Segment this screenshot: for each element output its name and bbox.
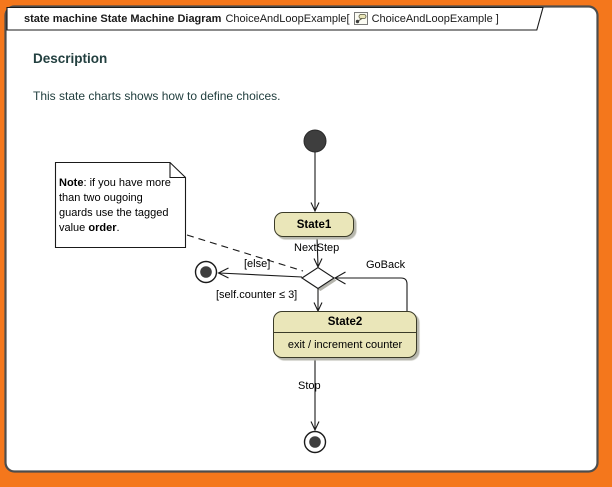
diagram-context-label: ChoiceAndLoopExample[	[225, 12, 350, 25]
frame-name-tab	[6, 6, 544, 31]
transition-stop[interactable]	[310, 358, 320, 432]
description-heading: Description	[33, 51, 108, 66]
transition-goback[interactable]	[333, 271, 408, 311]
description-text: This state charts shows how to define ch…	[33, 89, 281, 103]
state-machine-diagram-icon	[353, 12, 368, 25]
note-shape[interactable]	[54, 161, 187, 249]
diagram-name-label: ChoiceAndLoopExample ]	[371, 12, 499, 25]
transition-label-else: [else]	[244, 258, 271, 270]
note-body: : if you have more than two ougoing guar…	[59, 177, 171, 234]
note-lead: Note	[59, 177, 84, 189]
state2-internal-activity: exit / increment counter	[287, 339, 403, 351]
transition-label-nextstep: NextStep	[294, 242, 340, 254]
transition-initial-to-state1[interactable]	[310, 152, 320, 213]
state-state2[interactable]: State2 exit / increment counter	[273, 311, 417, 358]
note-anchor-line[interactable]	[186, 234, 304, 272]
note-text: Note: if you have more than two ougoing …	[59, 176, 179, 236]
final-state-node-bottom[interactable]	[303, 430, 327, 454]
final-state-node-left[interactable]	[194, 260, 218, 284]
note-fold-corner-icon	[169, 162, 186, 179]
diagram-kind-label: state machine State Machine Diagram	[24, 12, 222, 25]
state-state1[interactable]: State1	[274, 212, 354, 237]
initial-state-node[interactable]	[303, 129, 327, 153]
transition-label-goback: GoBack	[366, 259, 406, 271]
frame-name-label: state machine State Machine Diagram Choi…	[24, 9, 499, 28]
transition-else[interactable]	[217, 267, 303, 279]
diagram-frame	[4, 5, 599, 473]
note-emphasis: order	[88, 222, 117, 234]
state1-name: State1	[296, 218, 332, 231]
state2-name: State2	[327, 316, 363, 328]
note-tail: .	[116, 222, 120, 234]
transition-label-stop: Stop	[298, 380, 321, 392]
transition-label-counter-guard: [self.counter ≤ 3]	[216, 289, 298, 301]
state2-title-compartment: State2	[274, 312, 416, 333]
